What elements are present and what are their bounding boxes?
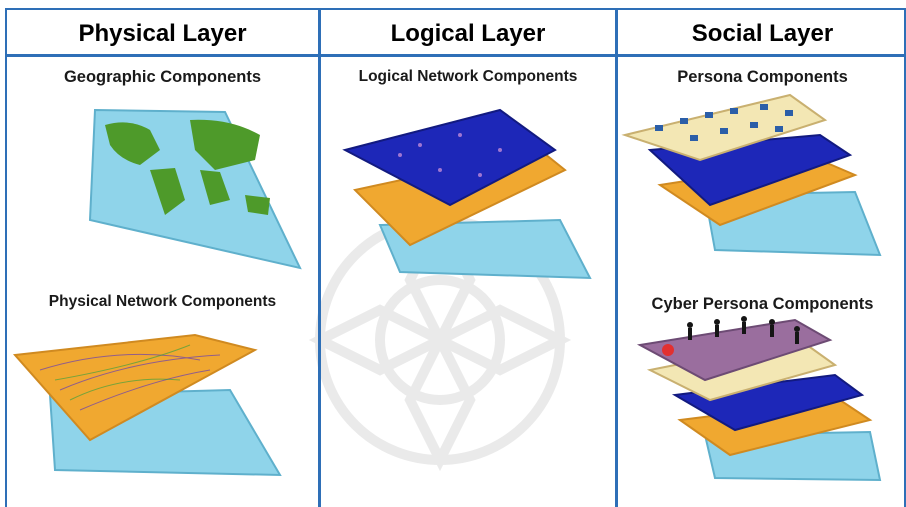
cyber-persona-stack-icon xyxy=(636,316,882,482)
geographic-map-icon xyxy=(88,108,302,270)
logical-layer-header: Logical Layer xyxy=(321,10,615,57)
persona-stack-icon xyxy=(621,93,882,257)
cyber-persona-components-label: Cyber Persona Components xyxy=(651,295,874,313)
social-layer-header: Social Layer xyxy=(618,10,906,57)
social-layer-column: Social Layer Persona Components Cyber Pe… xyxy=(615,10,906,507)
logical-network-components-label: Logical Network Components xyxy=(358,68,578,85)
logical-layer-column: Logical Layer Logical Network Components xyxy=(318,10,615,507)
physical-layer-header: Physical Layer xyxy=(7,10,318,57)
physical-network-stack-icon xyxy=(12,333,282,477)
layer-table: Physical Layer Geographic Components Phy… xyxy=(5,8,906,507)
highlight-node-icon xyxy=(662,344,674,356)
physical-layer-column: Physical Layer Geographic Components Phy… xyxy=(7,10,318,507)
computer-icon xyxy=(655,104,793,141)
person-icon xyxy=(687,316,800,344)
physical-network-components-label: Physical Network Components xyxy=(48,293,277,310)
geographic-components-label: Geographic Components xyxy=(63,68,262,86)
persona-components-label: Persona Components xyxy=(677,68,848,86)
logical-network-stack-icon xyxy=(342,108,592,280)
